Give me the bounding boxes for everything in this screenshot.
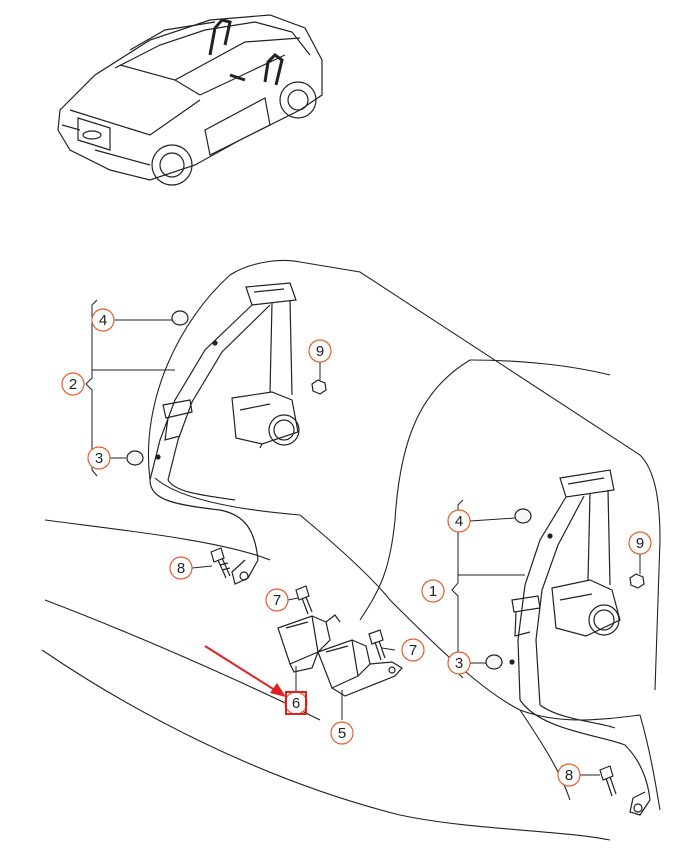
svg-text:8: 8: [177, 560, 185, 577]
callout-3-left[interactable]: 3: [87, 446, 111, 470]
cap-icon: [171, 310, 189, 326]
car-thumbnail: [57, 14, 323, 186]
right-three-point-belt: [511, 469, 651, 816]
svg-text:9: 9: [636, 535, 644, 552]
callout-3-right[interactable]: 3: [447, 651, 471, 675]
highlight-arrow: [204, 645, 286, 697]
svg-text:8: 8: [565, 767, 573, 784]
svg-text:7: 7: [273, 592, 281, 609]
callout-8-left[interactable]: 8: [169, 556, 193, 580]
svg-text:3: 3: [95, 450, 103, 467]
leader-lines: [85, 299, 641, 776]
callout-2[interactable]: 2: [61, 372, 85, 396]
svg-text:2: 2: [69, 376, 77, 393]
nut-icon: [629, 573, 645, 589]
highlight-box: [285, 691, 307, 715]
bolt-icon: [295, 585, 313, 615]
cap-icon: [485, 654, 503, 670]
center-buckles: [277, 614, 403, 697]
cap-icon: [514, 508, 532, 524]
left-three-point-belt: [149, 282, 300, 585]
rear-seat-outline: [41, 259, 661, 841]
bolt-icon: [368, 629, 386, 661]
callout-4-right[interactable]: 4: [447, 509, 471, 533]
callout-4-left[interactable]: 4: [91, 308, 115, 332]
callout-9-left[interactable]: 9: [308, 339, 332, 363]
callouts: 4 2 3 9 8 7 7 6: [61, 308, 652, 787]
bolt-icon: [210, 547, 231, 579]
callout-6-highlighted[interactable]: 6: [284, 691, 308, 715]
cap-icon: [126, 450, 144, 466]
svg-text:9: 9: [316, 343, 324, 360]
svg-text:1: 1: [429, 583, 437, 600]
svg-text:4: 4: [99, 312, 107, 329]
svg-text:4: 4: [455, 513, 463, 530]
svg-text:5: 5: [338, 725, 346, 742]
fasteners: [126, 310, 645, 797]
callout-5[interactable]: 5: [330, 721, 354, 745]
callout-7-upper[interactable]: 7: [265, 588, 289, 612]
callout-9-right[interactable]: 9: [628, 531, 652, 555]
svg-text:7: 7: [409, 642, 417, 659]
callout-7-right[interactable]: 7: [401, 638, 425, 662]
callout-1[interactable]: 1: [421, 579, 445, 603]
bolt-icon: [599, 765, 617, 797]
svg-text:6: 6: [292, 695, 300, 712]
nut-icon: [311, 379, 327, 395]
svg-text:3: 3: [455, 655, 463, 672]
callout-8-right[interactable]: 8: [557, 763, 581, 787]
